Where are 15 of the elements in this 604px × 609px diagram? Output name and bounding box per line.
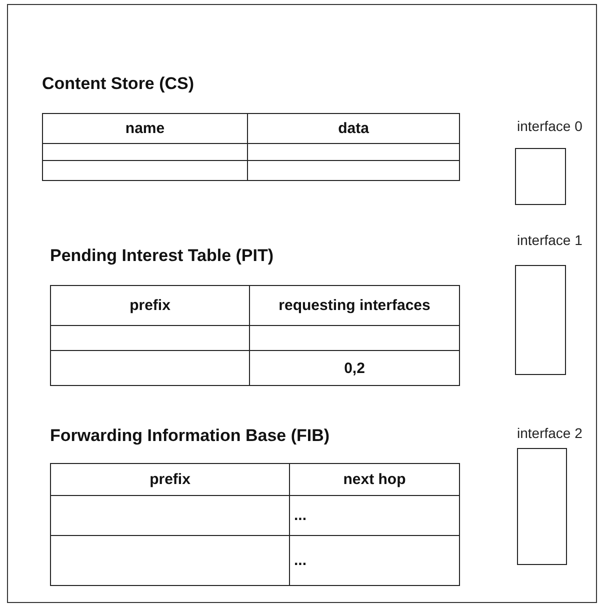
table-title: Content Store (CS) xyxy=(42,74,194,94)
interface-label: interface 2 xyxy=(517,425,582,441)
column-header: prefix xyxy=(50,286,250,326)
table-title: Forwarding Information Base (FIB) xyxy=(50,426,330,446)
column-header: name xyxy=(42,114,248,144)
column-header: requesting interfaces xyxy=(250,286,460,326)
interface-label: interface 0 xyxy=(517,118,582,134)
interface-label: interface 1 xyxy=(517,232,582,248)
column-header: data xyxy=(248,114,460,144)
column-header: next hop xyxy=(290,464,460,496)
table-value: ... xyxy=(290,496,460,536)
column-header: prefix xyxy=(50,464,290,496)
table-value: ... xyxy=(290,536,460,586)
table-value: 0,2 xyxy=(250,350,460,386)
table-title: Pending Interest Table (PIT) xyxy=(50,246,274,266)
